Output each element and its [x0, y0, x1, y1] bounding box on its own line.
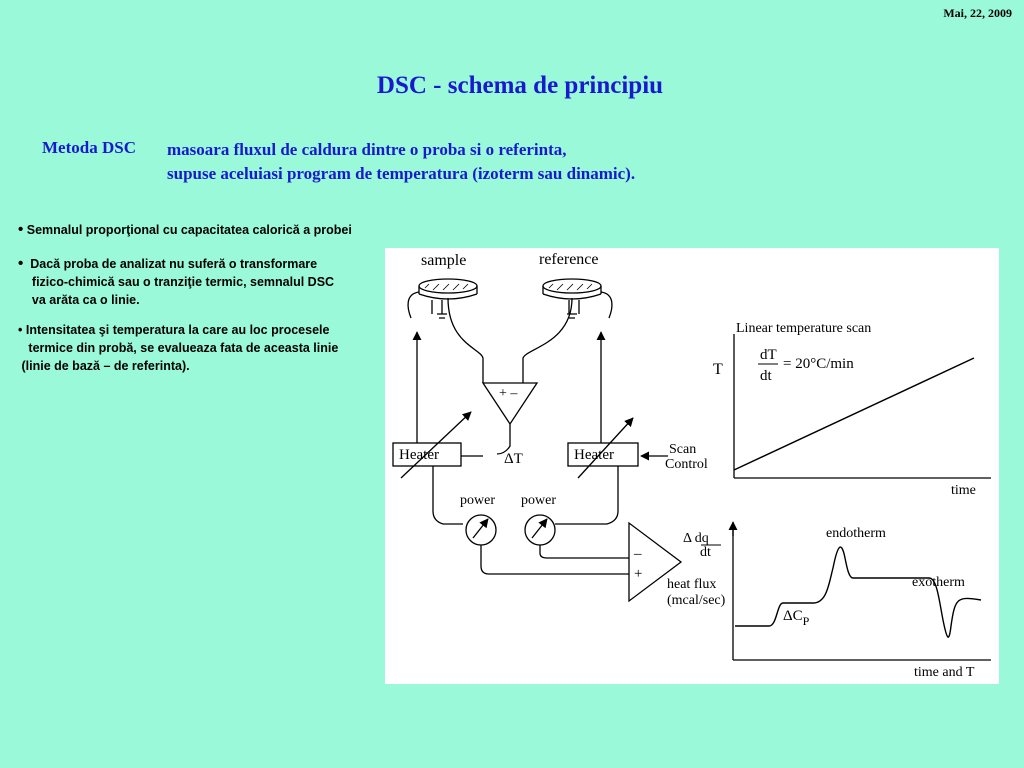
rate-value: = 20°C/min [783, 356, 854, 372]
rate-numerator: dT [760, 347, 777, 363]
rate-denominator: dt [760, 368, 773, 384]
bullet-list: • Semnalul proporţional cu capacitatea c… [18, 221, 388, 387]
dsc-schematic: sample reference + – ΔT Heater Heater Sc… [385, 248, 999, 684]
power-meter-left [465, 514, 497, 546]
power-right-label: power [521, 493, 556, 508]
definition-line-2: supuse aceluiasi program de temperatura … [167, 164, 636, 183]
delta-dq-label: Δ dq [683, 531, 709, 546]
schematic-svg: sample reference + – ΔT Heater Heater Sc… [392, 251, 991, 680]
time-label: time [951, 483, 976, 498]
mcal-label: (mcal/sec) [667, 593, 726, 608]
bullet-2: • Dacă proba de analizat nu suferă o tra… [18, 255, 335, 307]
sample-pan [407, 278, 478, 319]
delta-t-label: ΔT [504, 451, 523, 467]
scan-label: Scan [669, 442, 696, 457]
heat-flux-label: heat flux [667, 577, 716, 592]
dq-dt-label: dt [700, 545, 711, 560]
power-meter-right [524, 514, 556, 546]
amp-minus: – [633, 546, 642, 562]
heater-right-label: Heater [574, 447, 614, 463]
slide-title: DSC - schema de principiu [376, 72, 664, 99]
endotherm-label: endotherm [826, 526, 886, 541]
heater-left-label: Heater [399, 447, 439, 463]
dsc-curve [735, 546, 982, 638]
diff-amp-signs: + – [499, 386, 518, 401]
reference-pan [542, 278, 613, 319]
definition-text: masoara fluxul de caldura dintre o proba… [167, 138, 635, 186]
exotherm-label: exotherm [912, 575, 965, 590]
sample-label: sample [421, 252, 466, 269]
bullet-1: • Semnalul proporţional cu capacitatea c… [18, 221, 352, 238]
linear-scan-label: Linear temperature scan [736, 321, 871, 336]
power-left-label: power [460, 493, 495, 508]
bullet-3: • Intensitatea şi temperatura la care au… [18, 323, 339, 373]
delta-cp-label: ΔCP [783, 608, 810, 628]
t-axis-label: T [713, 361, 723, 378]
amp-plus: + [634, 566, 642, 582]
time-and-t-label: time and T [914, 665, 975, 680]
definition-line-1: masoara fluxul de caldura dintre o proba… [167, 140, 567, 159]
reference-label: reference [539, 251, 599, 268]
slide-date: Mai, 22, 2009 [943, 6, 1012, 20]
definition-label: Metoda DSC [42, 138, 136, 157]
control-label: Control [665, 457, 708, 472]
